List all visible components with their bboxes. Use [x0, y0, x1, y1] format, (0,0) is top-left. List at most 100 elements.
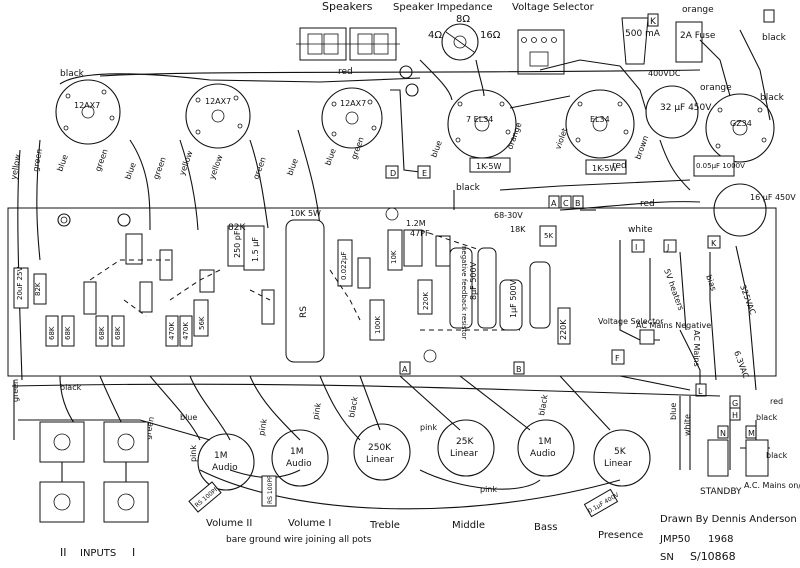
- letter-m: M: [748, 429, 755, 438]
- speaker-impedance-label: Speaker Impedance: [393, 2, 493, 13]
- model-note: JMP50: [659, 534, 690, 545]
- letter-k: K: [711, 239, 717, 248]
- pot-4-type: Linear: [450, 449, 478, 459]
- filter-cap-32uf: [645, 85, 699, 139]
- wire-white: white: [628, 225, 653, 235]
- pot-6-value: 5K: [614, 447, 627, 457]
- tube-v5-label: EL34: [590, 115, 610, 124]
- wire-yellow-left: yellow: [9, 153, 22, 180]
- terminal-k-top: [647, 13, 659, 27]
- pot-1-value: 1M: [214, 451, 228, 461]
- voltage-selector-switch: [517, 29, 565, 75]
- wire-green-2: green: [93, 148, 109, 173]
- letter-a: A: [551, 199, 557, 208]
- board-label-5k: 5K: [544, 232, 553, 240]
- wire-black-mid: black: [456, 183, 481, 193]
- voltage-selector-label: Voltage Selector: [512, 2, 595, 13]
- board-label-18k: 18K: [510, 225, 526, 234]
- pot-5-name: Bass: [534, 522, 557, 533]
- letter-g: G: [732, 399, 738, 408]
- wire-black-bottom-2: black: [347, 396, 360, 419]
- standby-label: STANDBY: [700, 487, 742, 497]
- serial-number: S/10868: [690, 550, 736, 563]
- speaker-jacks: [296, 27, 400, 61]
- wire-blue-left: blue: [55, 153, 69, 172]
- wire-black-bottom-right-2: black: [766, 451, 788, 460]
- wire-red-bottom-right: red: [770, 397, 783, 406]
- tube-v1-label: 12AX7: [74, 101, 100, 110]
- inputs-label: INPUTS: [80, 548, 116, 559]
- screen-resistor-b: [585, 159, 627, 175]
- board-label-68k-3: 68K: [98, 326, 106, 340]
- wire-blue-4: blue: [323, 147, 337, 166]
- wire-black-right: black: [760, 93, 785, 103]
- letter-l: L: [698, 387, 703, 396]
- wire-red-top: red: [338, 67, 353, 77]
- black-top-right-label: black: [762, 33, 787, 43]
- wire-green-3: green: [151, 156, 167, 181]
- imp-8-label: 8Ω: [456, 14, 470, 25]
- wire-blue-bottom-right: blue: [669, 403, 678, 420]
- board-letter-terminals: [399, 235, 757, 439]
- fuse-2a-label: 2A Fuse: [680, 31, 716, 41]
- filter-cap-16uf-label: 16 µF 450V: [750, 193, 796, 202]
- letter-d: D: [390, 169, 396, 178]
- board-label-250pf: 250 pF: [233, 230, 242, 258]
- board-label-68k-2: 68K: [64, 326, 72, 340]
- pot-3-name: Treble: [369, 520, 400, 531]
- pot-presence: [593, 429, 651, 487]
- board-label-220k: 220K: [559, 319, 568, 340]
- imp-16-label: 16Ω: [480, 30, 501, 41]
- board-label-220k-2: 220K: [422, 292, 430, 310]
- ac-mains-onoff-label: A.C. Mains on/off: [744, 481, 800, 490]
- letter-n: N: [720, 429, 726, 438]
- terminal-top-right: [763, 9, 775, 23]
- board-label-15uf: 1.5 µF: [251, 237, 260, 262]
- pot-3-type: Linear: [366, 455, 394, 465]
- cap-005uf: [693, 155, 735, 177]
- pot-2-value: 1M: [290, 447, 304, 457]
- sn-label: SN: [660, 552, 674, 563]
- pot-bass: [517, 419, 575, 477]
- pot-volume-2: [197, 433, 255, 491]
- wire-pink-bottom-5: pink: [480, 485, 497, 494]
- wire-red-right: red: [640, 199, 655, 209]
- input-two-label: II: [60, 546, 67, 559]
- wire-blue-5: blue: [429, 139, 443, 158]
- board-label-68k-4: 68K: [114, 326, 122, 340]
- board-label-1uf: 1µF 500V: [509, 279, 518, 318]
- board-label-20uf: 20uF 25V: [16, 266, 24, 300]
- letter-j: J: [666, 243, 669, 252]
- fuse-500ma: [621, 17, 649, 65]
- pot-2-type: Audio: [286, 459, 312, 469]
- pot-cap-2: [261, 475, 277, 507]
- board-label-8uf: 8µF 500V: [469, 261, 478, 300]
- pot-cap-3: [583, 488, 619, 518]
- filter-cap-32uf-label: 32 µF 450V: [660, 103, 712, 113]
- board-bolts: [60, 207, 437, 363]
- input-jacks: [39, 421, 149, 523]
- board-label-0022uf: 0.022µF: [340, 251, 348, 280]
- rectifier-tube-gz34: [705, 93, 775, 163]
- year-note: 1968: [708, 534, 733, 545]
- board-label-nfb: negative feedback resistor: [460, 246, 468, 340]
- wire-green-left: green: [31, 148, 44, 172]
- pot-6-type: Linear: [604, 459, 632, 469]
- top-wiring: [17, 29, 771, 381]
- letter-f: F: [615, 354, 620, 363]
- pot-4-value: 25K: [456, 437, 474, 447]
- letter-b: B: [575, 199, 581, 208]
- pot-middle: [437, 419, 495, 477]
- pot-5-value: 1M: [538, 437, 552, 447]
- wire-green-bottom: green: [11, 379, 20, 402]
- top-terminals: [57, 65, 584, 227]
- board-label-82k-2: 82K: [34, 282, 42, 296]
- wire-white-bottom: white: [683, 414, 692, 436]
- impedance-selector: [441, 23, 479, 61]
- board-label-470k-2: 470K: [182, 322, 190, 340]
- fuse-500ma-label: 500 mA: [625, 29, 661, 39]
- pot-3-value: 250K: [368, 443, 392, 453]
- pot-cap-1: [188, 481, 222, 513]
- wire-black-top: black: [60, 69, 85, 79]
